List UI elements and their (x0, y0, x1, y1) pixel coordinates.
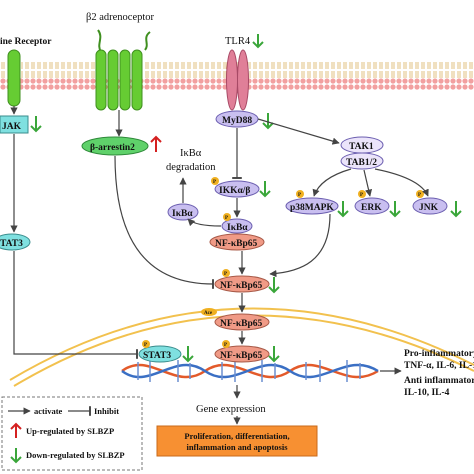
ikb-complex-node (221, 218, 253, 234)
nfkb-dna-down-arrow (268, 346, 280, 363)
phospho-labels: P P P P P P P P (144, 180, 421, 348)
erk-label: ERK (361, 203, 382, 213)
beta-arrestin2-label: β-arrestin2 (90, 143, 135, 153)
myd88-label: MyD88 (222, 116, 252, 126)
svg-text:P: P (213, 180, 216, 185)
nfkb-nuclear-label: NF-κBp65 (220, 319, 262, 329)
tak1-label: TAK1 (349, 142, 374, 152)
legend-up-label: Up-regulated by SLBZP (26, 426, 114, 436)
stat3-cyto-node (0, 233, 31, 251)
jnk-phospho (416, 190, 424, 198)
legend-down-label: Down-regulated by SLBZP (26, 450, 125, 460)
pathway-connectors (10, 106, 429, 425)
nfkb-complex-label: NF-κBp65 (215, 239, 257, 249)
outcome-line2: inflammation and apoptosis (186, 442, 288, 452)
nfkb-dna-label: NF-κBp65 (220, 351, 262, 361)
cytokine-receptor (7, 49, 21, 107)
nfkb-free-node (214, 275, 270, 293)
dna-helix (121, 360, 379, 382)
ikb-complex-phospho (223, 213, 231, 221)
erk-phospho (358, 190, 366, 198)
nfkb-dna-phospho (222, 340, 230, 348)
svg-text:P: P (224, 343, 227, 348)
ikb-left-label: IκBα (172, 209, 193, 219)
ikk-node (214, 180, 260, 198)
beta2-adrenoceptor (95, 29, 151, 111)
ikb-left-node (167, 203, 199, 221)
legend-inhibit-label: Inhibit (94, 406, 119, 416)
stat3-nuclear-node (138, 345, 182, 363)
ikk-phospho (211, 177, 219, 185)
tlr4-label: TLR4 (225, 36, 251, 47)
svg-text:P: P (144, 343, 147, 348)
p38mapk-node (285, 197, 339, 215)
jnk-label: JNK (419, 203, 439, 213)
erk-node (354, 197, 390, 215)
tab12-label: TAB1/2 (346, 158, 377, 168)
anti-inflammatory-list: IL-10, IL-4 (404, 388, 450, 398)
stat3-nuclear-label: STAT3 (143, 351, 171, 361)
stat3-cyto-label: TAT3 (0, 239, 23, 249)
nfkb-dna-node (214, 345, 270, 363)
jnk-down-arrow (450, 201, 462, 218)
p38mapk-phospho (296, 190, 304, 198)
outcome-box (156, 425, 318, 457)
svg-text:P: P (225, 216, 228, 221)
ace-tag (201, 308, 217, 316)
ikk-down-arrow (259, 181, 271, 198)
svg-text:P: P (360, 193, 363, 198)
tab12-node (340, 152, 384, 170)
beta-arrestin2-up-arrow (150, 135, 162, 152)
legend-down-arrow (10, 448, 22, 464)
erk-down-arrow (389, 201, 401, 218)
nfkb-free-phospho (222, 269, 230, 277)
ikk-label: IKKα/β (219, 186, 250, 196)
anti-inflammatory-title: Anti inflammatory fa (404, 376, 474, 386)
beta2-adrenoceptor-label: β2 adrenoceptor (86, 12, 155, 23)
svg-text:P: P (418, 193, 421, 198)
stat3-nuclear-down-arrow (182, 346, 194, 363)
svg-text:P: P (224, 272, 227, 277)
legend-activate-label: activate (34, 406, 63, 416)
tlr4-receptor (226, 49, 249, 111)
gene-expression-label: Gene expression (196, 404, 266, 415)
nfkb-complex-node (209, 233, 265, 251)
legend-up-arrow (10, 422, 22, 438)
ikb-degradation-label-line1: IκBα (180, 148, 202, 159)
stat3-nuclear-phospho (142, 340, 150, 348)
legend: activate Inhibit Up-regulated by SLBZP D… (1, 396, 143, 471)
p38mapk-label: p38MAPK (290, 203, 334, 213)
legend-box (1, 396, 143, 471)
jnk-node (412, 197, 448, 215)
ikb-degradation-label-line2: degradation (166, 162, 216, 173)
ace-label: Ace (204, 311, 213, 316)
jak-node (0, 115, 29, 134)
nfkb-free-down-arrow (268, 277, 280, 294)
nfkb-free-label: NF-κBp65 (220, 281, 262, 291)
jak-down-arrow (30, 116, 42, 133)
ikb-complex-label: IκBα (227, 223, 248, 233)
jak-label: JAK (2, 122, 22, 132)
pro-inflammatory-title: Pro-inflammatory fa (404, 349, 474, 359)
nfkb-nuclear-node (214, 313, 270, 331)
svg-text:P: P (298, 193, 301, 198)
beta-arrestin2-node (81, 136, 149, 156)
outcome-line1: Proliferation, differentiation, (184, 431, 289, 441)
pro-inflammatory-list: TNF-α, IL-6, IL-17, I (404, 361, 474, 371)
tlr4-down-arrow (252, 34, 264, 49)
cytokine-receptor-label: ine Receptor (0, 37, 52, 47)
myd88-down-arrow (262, 113, 274, 130)
p38mapk-down-arrow (337, 201, 349, 218)
